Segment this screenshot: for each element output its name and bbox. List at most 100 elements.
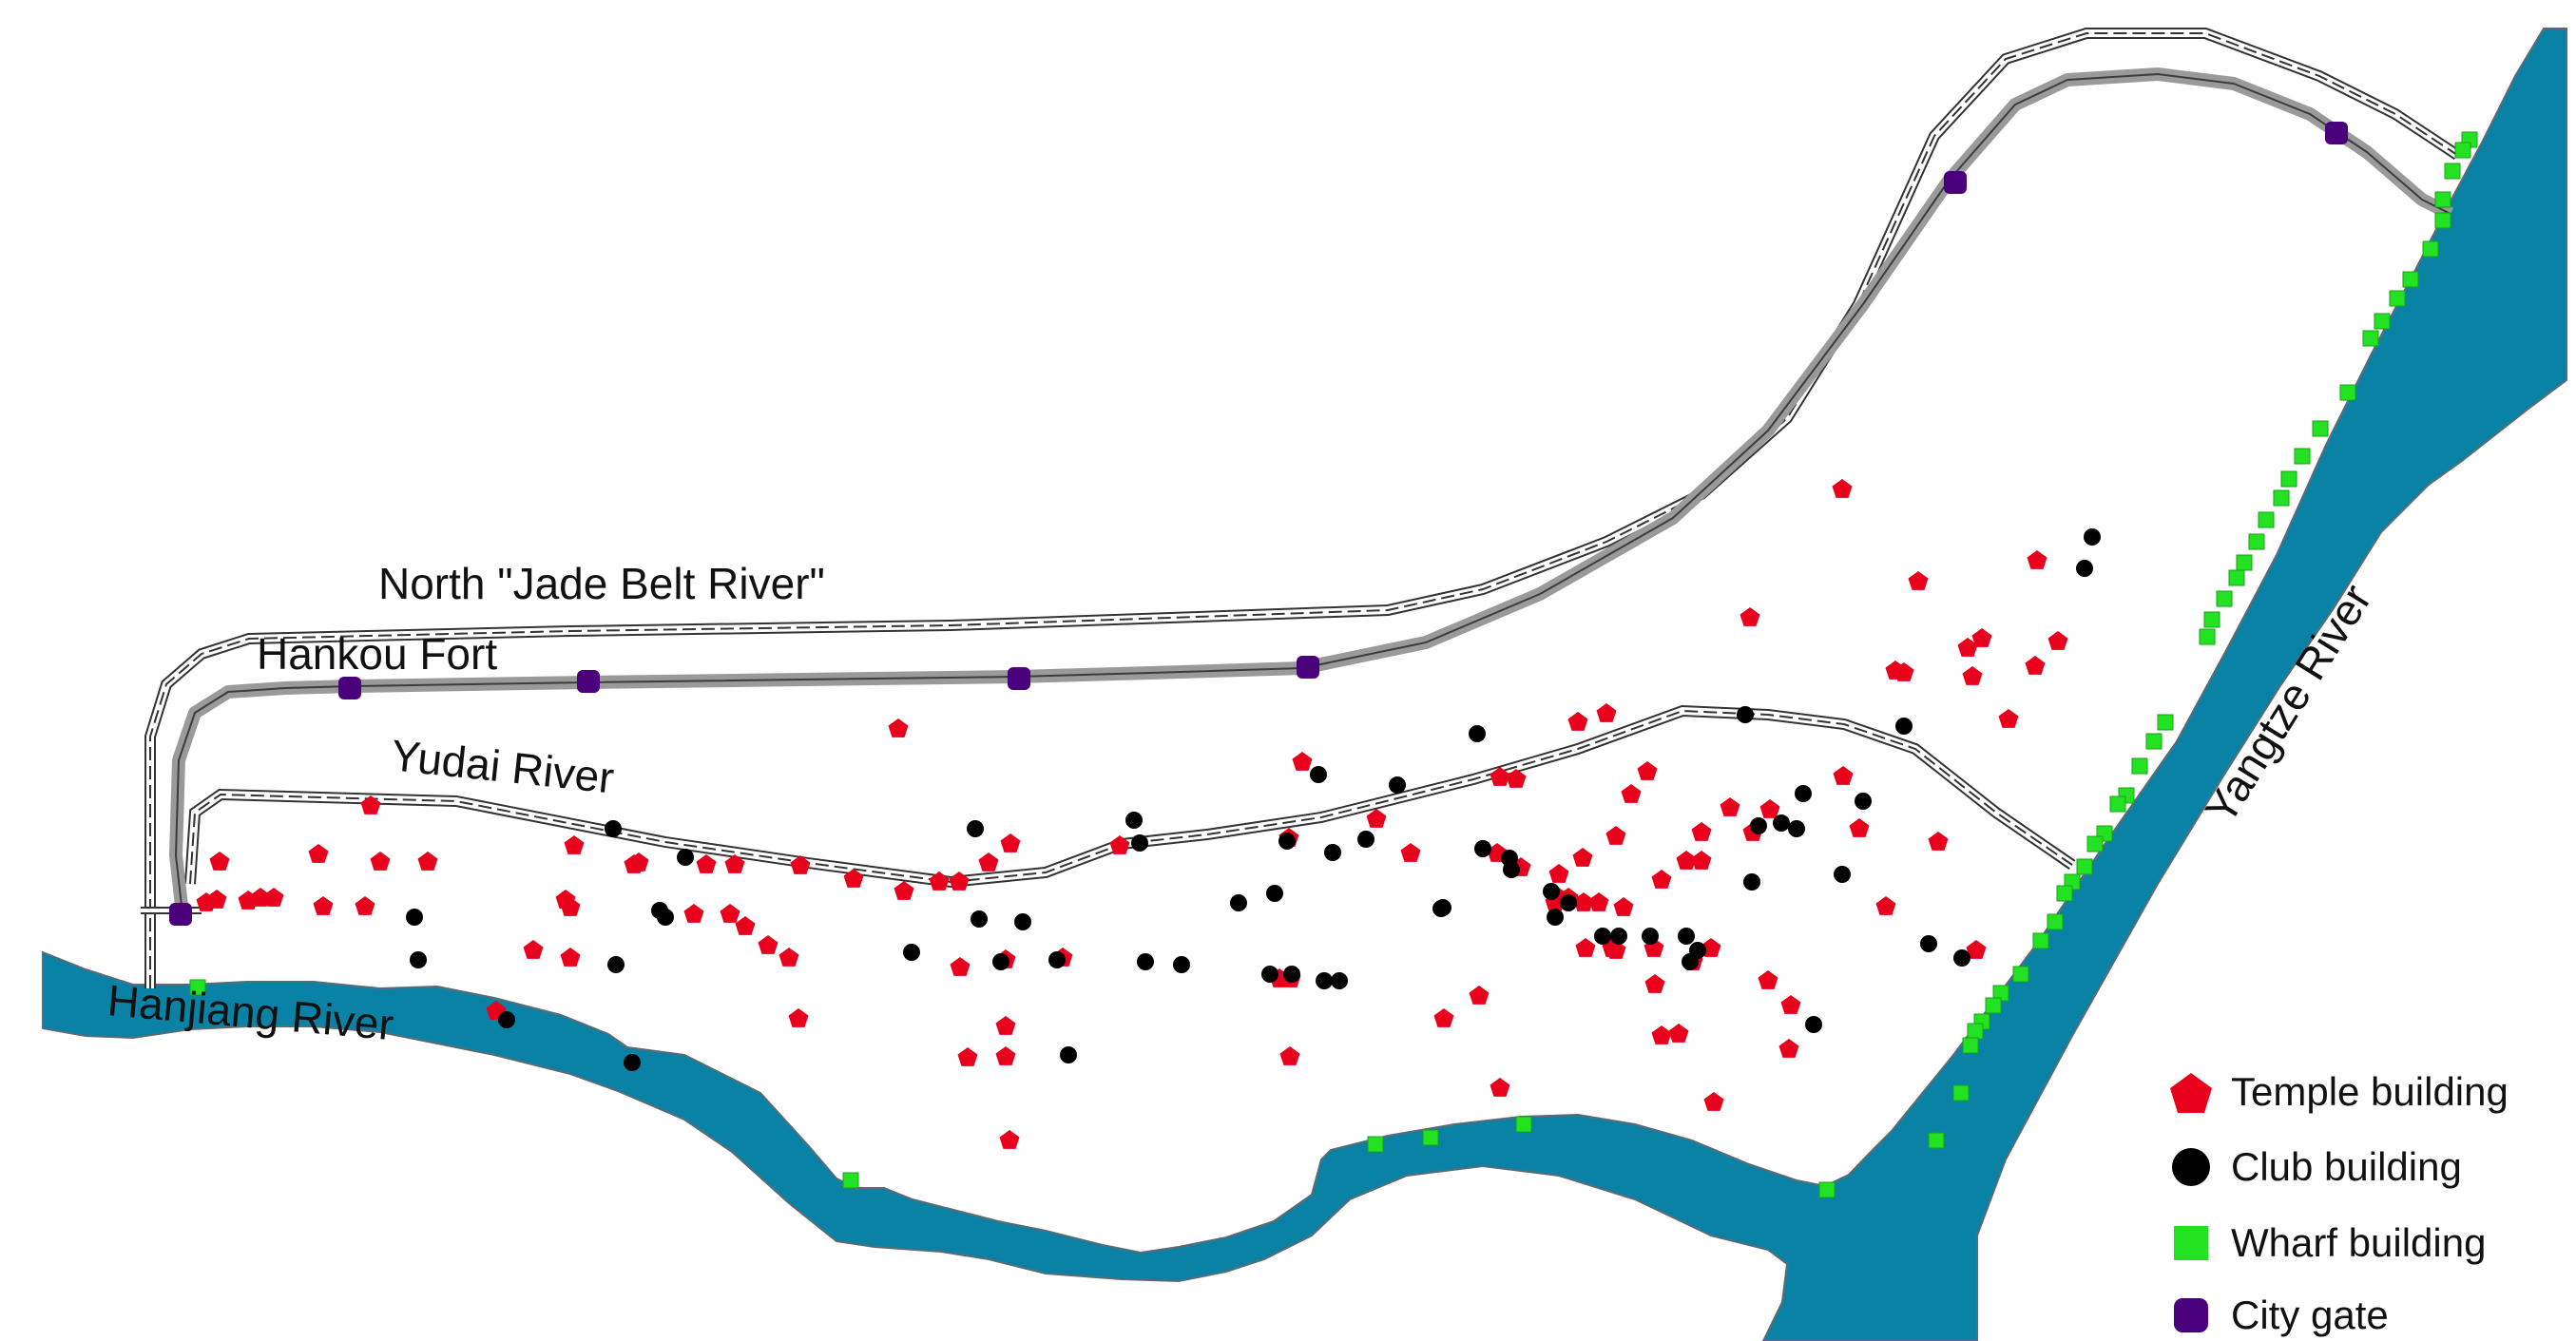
wharf-marker	[2047, 913, 2064, 930]
club-marker	[607, 956, 625, 973]
temple-marker	[560, 948, 581, 967]
city-gate-marker	[577, 670, 600, 693]
club-marker	[1642, 928, 1659, 945]
temple-marker	[1703, 1092, 1724, 1111]
club-marker	[1547, 909, 1564, 926]
temple-marker	[995, 1016, 1016, 1035]
temple-marker	[523, 940, 544, 959]
fort-wall-center	[175, 73, 2451, 915]
club-marker	[1014, 913, 1031, 930]
gate-markers	[169, 122, 2348, 926]
legend-label-club: Club building	[2231, 1144, 2462, 1189]
wharf-marker	[2145, 733, 2163, 750]
wharf-marker	[2434, 212, 2451, 229]
north-river-label: North "Jade Belt River"	[378, 559, 825, 608]
wharf-marker	[2056, 885, 2073, 902]
club-marker	[1432, 900, 1450, 917]
wharf-marker	[842, 1172, 859, 1189]
temple-marker	[1780, 995, 1801, 1014]
wharf-marker	[2422, 240, 2439, 258]
temple-marker	[308, 844, 329, 863]
temple-marker	[2025, 656, 2046, 675]
temple-marker	[1279, 1046, 1300, 1065]
yudai-river-line-center	[189, 709, 2073, 885]
wharf-marker	[1515, 1116, 1532, 1133]
yudai-river-line	[184, 704, 2076, 889]
temple-marker	[1651, 1025, 1672, 1044]
temple-marker	[720, 904, 740, 923]
club-marker	[1310, 766, 1327, 783]
legend-item-temple: Temple building	[2170, 1069, 2509, 1114]
square-icon	[2174, 1226, 2208, 1260]
temple-marker	[1490, 767, 1510, 786]
temple-marker	[1832, 479, 1853, 498]
river-lines	[141, 28, 2461, 988]
pentagon-icon	[2170, 1073, 2212, 1113]
club-marker	[1331, 972, 1348, 989]
wharf-marker	[2228, 569, 2245, 586]
club-marker	[1060, 1046, 1077, 1063]
hankou-fort-label: Hankou Fort	[257, 629, 497, 679]
club-marker	[406, 909, 423, 926]
temple-markers	[196, 479, 2068, 1149]
club-marker	[992, 953, 1009, 970]
temple-marker	[1998, 709, 2019, 728]
temple-marker	[1613, 897, 1634, 916]
club-marker	[1920, 935, 1937, 952]
temple-marker	[779, 948, 799, 967]
temple-marker	[1588, 892, 1609, 911]
club-marker	[1266, 885, 1283, 902]
club-marker	[605, 820, 622, 837]
club-marker	[967, 820, 984, 837]
water-layer	[42, 28, 2567, 1341]
temple-marker	[1605, 826, 1626, 845]
club-marker	[498, 1011, 515, 1028]
city-gate-marker	[169, 903, 192, 926]
club-marker	[1389, 776, 1406, 794]
wharf-marker	[189, 979, 206, 996]
wharf-marker	[2258, 511, 2275, 528]
temple-marker	[1292, 752, 1313, 771]
club-marker	[1678, 928, 1695, 945]
temple-marker	[1567, 712, 1588, 731]
city-gate-marker	[2325, 122, 2348, 144]
temple-marker	[360, 795, 381, 814]
city-gate-marker	[338, 677, 361, 699]
club-marker	[1283, 966, 1300, 983]
club-marker	[1048, 951, 1066, 968]
wharf-marker	[2402, 271, 2419, 288]
wharf-marker	[2389, 290, 2406, 307]
wharf-marker	[2280, 470, 2297, 488]
wharf-marker	[2362, 330, 2379, 347]
temple-marker	[1720, 797, 1740, 816]
club-marker	[1750, 817, 1767, 834]
temple-marker	[1849, 818, 1870, 837]
wharf-marker	[1422, 1129, 1439, 1146]
club-marker	[1610, 928, 1627, 945]
temple-marker	[790, 855, 811, 874]
wharf-marker	[2199, 628, 2216, 645]
wharf-marker	[2203, 611, 2220, 628]
rounded-square-icon	[2174, 1298, 2208, 1332]
wharf-marker	[2312, 420, 2329, 437]
club-marker	[1474, 840, 1491, 857]
wharf-marker	[2454, 142, 2471, 159]
temple-marker	[788, 1008, 809, 1027]
wharf-markers	[189, 131, 2478, 1198]
temple-marker	[1778, 1039, 1799, 1058]
club-marker	[971, 910, 988, 928]
wharf-marker	[1985, 997, 2002, 1014]
club-marker	[1316, 972, 1333, 989]
temple-marker	[1966, 940, 1987, 959]
temple-marker	[624, 854, 644, 873]
temple-marker	[1691, 822, 1712, 841]
club-marker	[903, 944, 920, 961]
club-marker	[677, 849, 694, 866]
club-marker	[657, 909, 674, 926]
club-marker	[1131, 834, 1148, 852]
temple-marker	[313, 896, 334, 915]
wharf-marker	[2273, 489, 2290, 507]
club-marker	[1795, 785, 1812, 802]
wharf-marker	[2216, 590, 2233, 607]
temple-marker	[1971, 628, 1992, 647]
